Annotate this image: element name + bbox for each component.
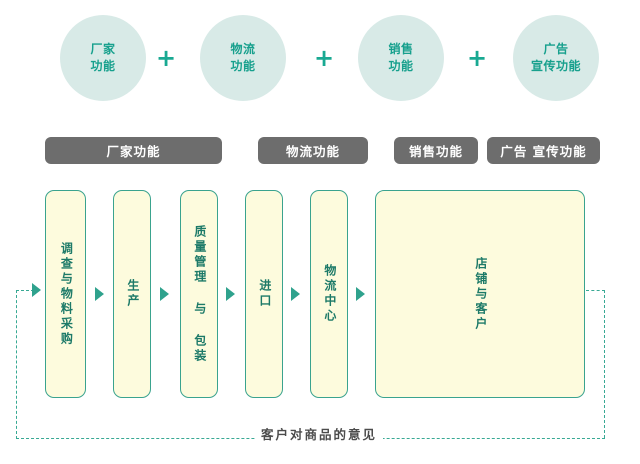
arrow-icon-1 xyxy=(95,287,104,301)
feedback-label: 客户对商品的意见 xyxy=(255,424,384,443)
circle-sales: 销售 功能 xyxy=(358,15,444,101)
arrow-icon-3 xyxy=(226,287,235,301)
circle-manufacturer: 厂家 功能 xyxy=(60,15,146,101)
flow-box-label: 调查与物料采购 xyxy=(59,241,74,347)
circle-label: 销售 功能 xyxy=(388,41,414,73)
flow-box-label: 店铺与客户 xyxy=(473,256,488,332)
header-bar-label: 广告 宣传功能 xyxy=(500,144,587,159)
arrow-icon-5 xyxy=(356,287,365,301)
plus-icon-3: + xyxy=(466,44,488,72)
header-bar-label: 物流功能 xyxy=(285,144,340,159)
arrow-icon-feedback xyxy=(32,283,41,297)
flow-box-logistics-center: 物流中心 xyxy=(310,190,348,398)
header-bar-label: 厂家功能 xyxy=(106,144,161,159)
flow-box-production: 生产 xyxy=(113,190,151,398)
header-bar-sales: 销售功能 xyxy=(394,137,478,164)
feedback-path-right xyxy=(604,290,605,438)
flow-box-import: 进口 xyxy=(245,190,283,398)
header-bar-logistics: 物流功能 xyxy=(258,137,368,164)
circle-label: 物流 功能 xyxy=(230,41,256,73)
header-bar-label: 销售功能 xyxy=(408,144,463,159)
flow-box-label: 物流中心 xyxy=(322,264,337,324)
circle-logistics: 物流 功能 xyxy=(200,15,286,101)
flow-box-quality-packaging: 质量管理 与 包装 xyxy=(180,190,218,398)
header-bar-manufacturer: 厂家功能 xyxy=(45,137,222,164)
circle-advertising: 广告 宣传功能 xyxy=(513,15,599,101)
arrow-icon-2 xyxy=(160,287,169,301)
feedback-path-top-connector xyxy=(16,290,34,291)
flow-box-stores-customers: 店铺与客户 xyxy=(375,190,585,398)
feedback-path-connector xyxy=(586,290,605,291)
flow-box-research-procurement: 调查与物料采购 xyxy=(45,190,86,398)
flow-box-label: 进口 xyxy=(257,279,272,309)
plus-icon-1: + xyxy=(155,44,177,72)
flow-box-label: 质量管理 与 包装 xyxy=(192,224,207,364)
arrow-icon-4 xyxy=(291,287,300,301)
circle-label: 厂家 功能 xyxy=(90,41,116,73)
plus-icon-2: + xyxy=(313,44,335,72)
circle-label: 广告 宣传功能 xyxy=(530,41,581,73)
feedback-path-left xyxy=(16,290,17,439)
header-bar-advertising: 广告 宣传功能 xyxy=(487,137,600,164)
flow-box-label: 生产 xyxy=(125,279,140,309)
